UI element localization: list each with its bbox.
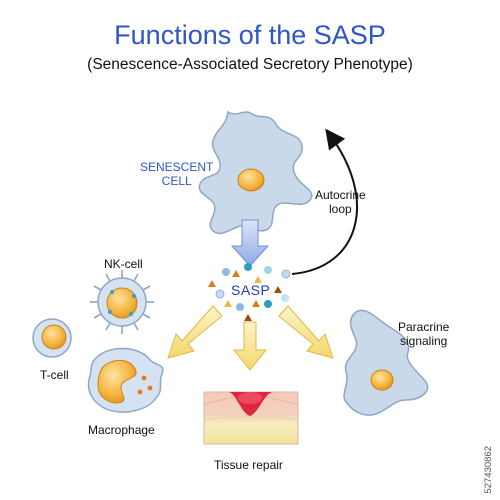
arrow-to-paracrine-icon — [278, 305, 334, 359]
paracrine-label-line1: Paracrine — [398, 320, 450, 334]
nk-cell-label: NK-cell — [104, 257, 143, 271]
senescent-cell-label-line2: CELL — [161, 174, 192, 188]
autocrine-loop-label: Autocrine loop — [315, 188, 366, 216]
arrow-to-tissue-icon — [232, 321, 268, 371]
macrophage-label: Macrophage — [88, 423, 155, 437]
yellow-arrows — [167, 305, 334, 371]
arrow-to-immune-cells-icon — [167, 305, 223, 359]
page-title: Functions of the SASP — [114, 20, 386, 50]
macrophage — [87, 347, 164, 413]
paracrine-cell — [343, 309, 429, 416]
nucleus-icon — [237, 168, 265, 192]
senescent-cell — [198, 110, 313, 235]
nk-cell — [90, 270, 154, 334]
page-subtitle: (Senescence-Associated Secretory Phenoty… — [87, 56, 413, 73]
t-cell — [32, 318, 72, 358]
sasp-label: SASP — [231, 282, 271, 298]
paracrine-signaling-label: Paracrine signaling — [398, 320, 449, 348]
senescent-cell-label-line1: SENESCENT — [140, 160, 214, 174]
autocrine-label-line2: loop — [329, 202, 352, 216]
paracrine-label-line2: signaling — [399, 334, 448, 348]
autocrine-loop-arrow-icon — [291, 128, 358, 275]
stock-id-watermark: 527430862 — [483, 446, 494, 494]
senescent-cell-label: SENESCENT CELL — [140, 160, 213, 188]
t-cell-label: T-cell — [40, 368, 69, 382]
tissue-repair-label: Tissue repair — [214, 458, 283, 472]
autocrine-label-line1: Autocrine — [315, 188, 366, 202]
tissue-section — [203, 391, 299, 445]
sasp-particles-icon — [208, 263, 291, 321]
down-arrow-blue-icon — [230, 219, 270, 267]
